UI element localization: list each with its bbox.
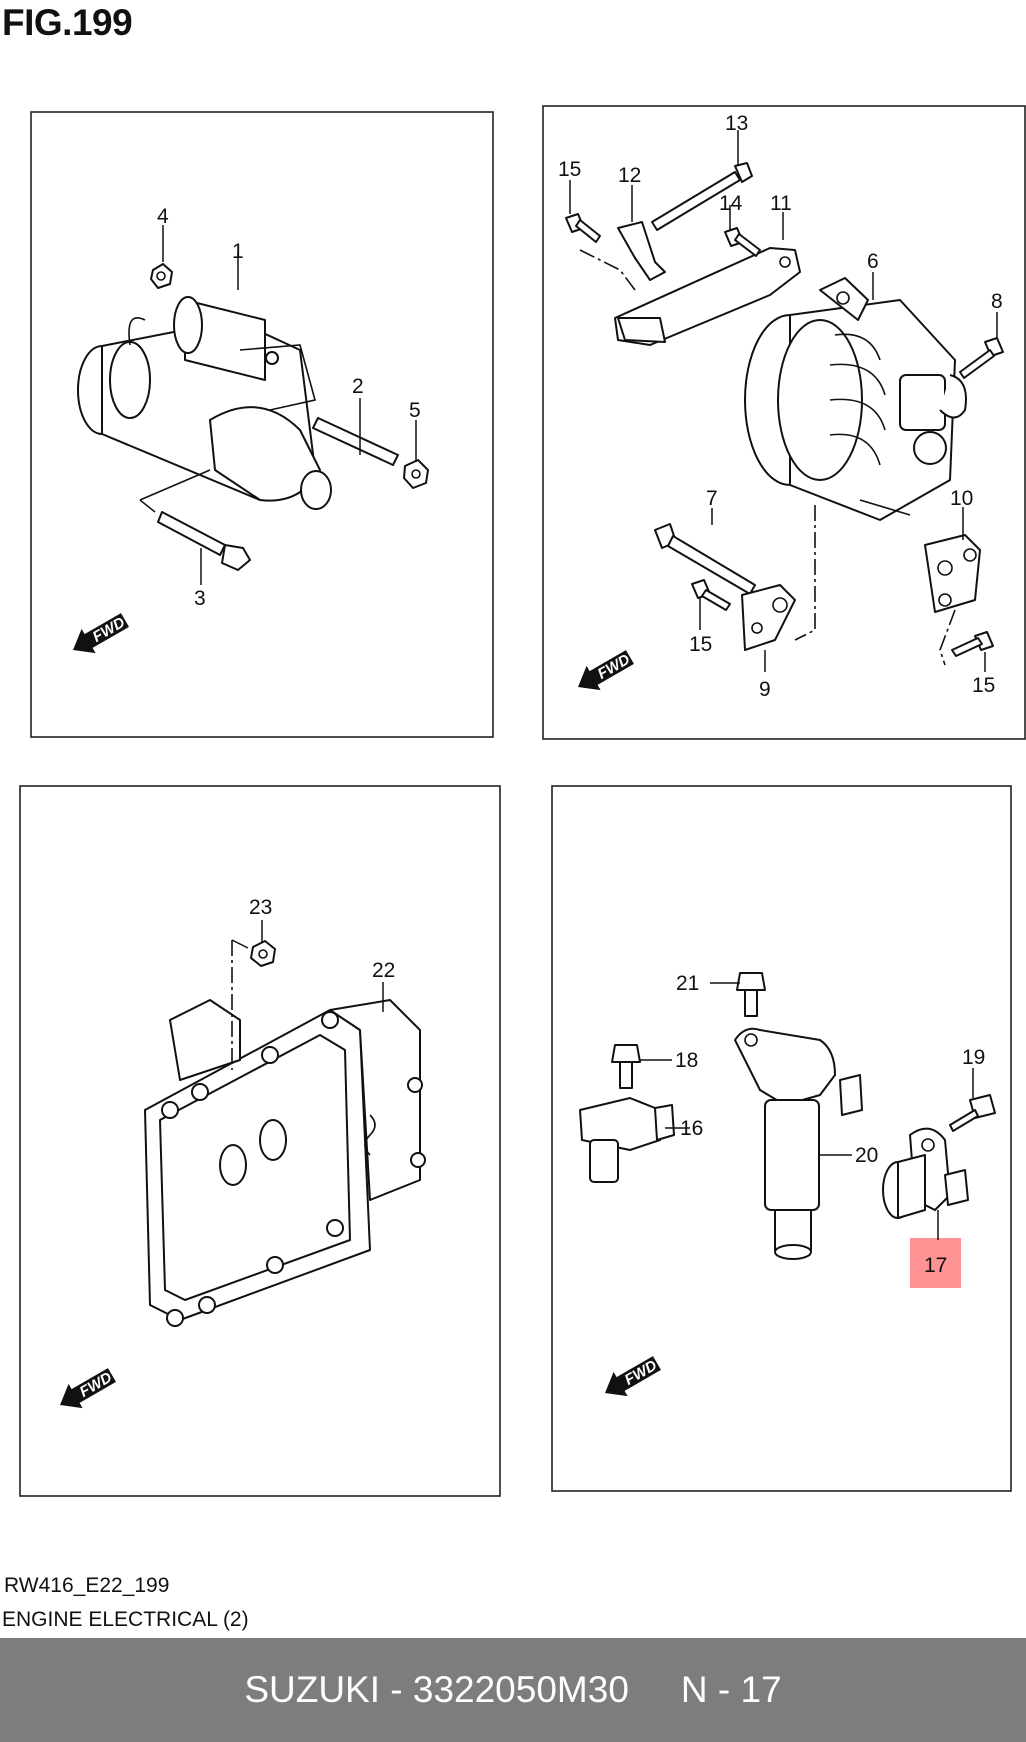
bolt-13-drawing [651, 162, 753, 231]
bracket-12-drawing [617, 221, 666, 281]
callout-11: 11 [770, 192, 792, 215]
bolt-21-drawing [736, 972, 766, 1017]
callout-1: 1 [232, 240, 244, 263]
bolt-19-drawing [949, 1094, 996, 1132]
sensor-16-drawing [579, 1097, 675, 1183]
bracket-9-drawing [741, 584, 796, 651]
callout-23: 23 [249, 896, 272, 919]
ecm-drawing [144, 999, 426, 1327]
nut-23-drawing [250, 940, 276, 967]
callout-3: 3 [194, 587, 206, 610]
bolt-14-drawing [724, 227, 761, 257]
callout-2: 2 [352, 375, 364, 398]
panel-alternator: 15 12 13 14 11 6 8 7 10 15 9 15 FWD [542, 105, 1026, 740]
bracket-11-drawing [614, 247, 801, 346]
footer-reference: N - 17 [680, 1669, 782, 1710]
callout-7: 7 [706, 487, 718, 510]
parts-diagram: 4 1 2 5 3 FWD [19, 105, 1026, 1497]
bolt-15b-drawing [691, 579, 731, 611]
footer-bar: SUZUKI - 3322050M30 N - 17 [0, 1638, 1026, 1742]
callout-5: 5 [409, 399, 421, 422]
highlight-box [910, 1238, 961, 1288]
callout-19: 19 [962, 1046, 985, 1069]
footer-part-number: SUZUKI - 3322050M30 [244, 1669, 629, 1710]
bolt-15a-drawing [565, 213, 601, 243]
callout-6: 6 [867, 250, 879, 273]
bolt-2-drawing [312, 417, 399, 466]
callout-12: 12 [618, 164, 641, 187]
bolt-18-drawing [611, 1044, 641, 1089]
nut-5-drawing [403, 459, 429, 489]
callout-15: 15 [558, 158, 581, 181]
callout-20: 20 [855, 1144, 878, 1167]
callout-8: 8 [991, 290, 1003, 313]
bolt-8-drawing [959, 337, 1004, 379]
callout-4: 4 [157, 205, 169, 228]
callout-10: 10 [950, 487, 973, 510]
callout-15: 15 [689, 633, 712, 656]
bracket-10-drawing [924, 534, 981, 613]
nut-4-drawing [150, 263, 173, 289]
panel-ecm: 23 22 FWD [19, 785, 501, 1497]
figure-title: FIG.199 [2, 2, 133, 43]
callout-17: 17 [924, 1254, 947, 1277]
callout-13: 13 [725, 112, 748, 135]
callout-9: 9 [759, 678, 771, 701]
figure-code: RW416_E22_199 [4, 1574, 170, 1597]
bolt-3-drawing [157, 511, 251, 571]
sensor-17-drawing [882, 1127, 969, 1219]
callout-16: 16 [680, 1117, 703, 1140]
panel-starter: 4 1 2 5 3 FWD [30, 111, 494, 738]
callout-15: 15 [972, 674, 995, 697]
callout-18: 18 [675, 1049, 698, 1072]
callout-21: 21 [676, 972, 699, 995]
starter-motor-drawing [77, 296, 332, 510]
ignition-coil-20-drawing [734, 1027, 863, 1260]
bolt-15c-drawing [951, 631, 994, 657]
figure-description: ENGINE ELECTRICAL (2) [2, 1608, 249, 1631]
alternator-drawing [744, 277, 967, 521]
panel-ignition-sensors: 21 18 16 20 19 17 FWD [551, 785, 1012, 1492]
callout-14: 14 [719, 192, 743, 215]
callout-22: 22 [372, 959, 395, 982]
